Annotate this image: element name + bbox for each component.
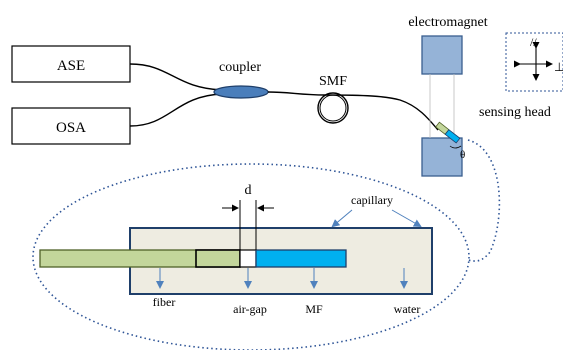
capillary-arrow xyxy=(391,209,422,227)
perpendicular-symbol: ⊥ xyxy=(554,60,563,74)
electromagnet-bottom-pole xyxy=(421,137,463,177)
fiber-end-segment xyxy=(195,249,241,268)
fiber-label: fiber xyxy=(153,295,176,309)
ase-source-box: ASE xyxy=(11,45,131,83)
capillary-arrow xyxy=(331,209,353,228)
zoom-ellipse xyxy=(32,163,470,350)
sensing-head xyxy=(435,121,461,144)
sensing-head-label: sensing head xyxy=(479,105,551,120)
theta-label: θ xyxy=(460,149,465,161)
parallel-symbol: // xyxy=(530,35,537,49)
smf-label: SMF xyxy=(319,74,347,89)
osa-fiber-line xyxy=(129,93,223,127)
polarization-indicator: // ⊥ xyxy=(505,32,563,92)
theta-arc xyxy=(449,145,462,149)
smf-coil xyxy=(317,92,349,124)
osa-analyzer-box: OSA xyxy=(11,107,131,145)
mf-label: MF xyxy=(305,302,323,316)
d-label: d xyxy=(245,183,252,198)
smf-coil-inner xyxy=(319,94,347,122)
coupler-label: coupler xyxy=(219,60,261,75)
air-gap xyxy=(239,249,257,268)
capillary-label: capillary xyxy=(351,193,393,207)
ase-fiber-line xyxy=(129,63,223,91)
osa-label: OSA xyxy=(56,120,86,136)
smf-fiber-line xyxy=(267,91,439,131)
polarization-cross-icon xyxy=(514,42,553,81)
coupler-shape xyxy=(213,85,269,99)
electromagnet-top-pole xyxy=(421,35,463,75)
mf-region xyxy=(255,249,347,268)
zoom-connector-line xyxy=(467,139,501,262)
electromagnet-label: electromagnet xyxy=(408,15,487,30)
water-label: water xyxy=(394,302,421,316)
air-gap-label: air-gap xyxy=(233,302,267,316)
ase-label: ASE xyxy=(57,58,85,74)
